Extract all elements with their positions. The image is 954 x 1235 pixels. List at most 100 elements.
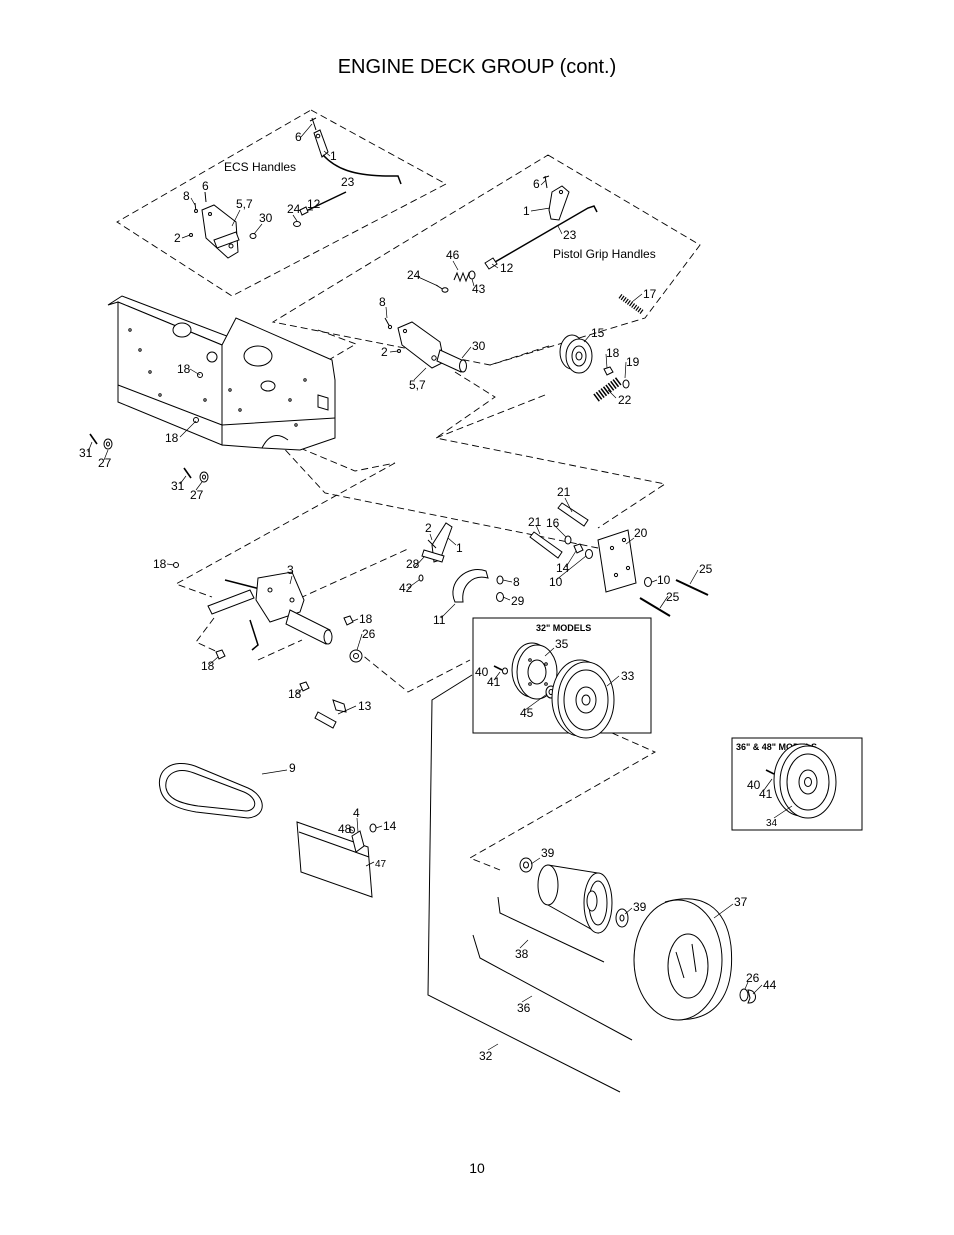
callout-label: 30 [259,211,273,225]
frame-holes [128,328,307,427]
frame-bolts [89,433,209,483]
callout-label: 25 [666,590,680,604]
callout-label: 40 [747,778,761,792]
callout-label: 18 [359,612,373,626]
callout-label: 30 [472,339,486,353]
callout-label: 12 [307,197,321,211]
ecs-rod [322,154,402,185]
callout-label: 14 [383,819,397,833]
callout-label: 46 [446,248,460,262]
brake-band-11 [452,569,489,603]
callout-label: 27 [190,488,204,502]
plate-20 [597,529,637,593]
bracket-4 [351,830,365,853]
callout-label: 43 [472,282,486,296]
callout-label: 10 [549,575,563,589]
page-title: ENGINE DECK GROUP (cont.) [337,56,617,78]
pulley-15 [559,334,593,374]
page-number: 10 [469,1160,485,1176]
callout-label: 41 [759,787,773,801]
callout-label: 2 [174,231,181,245]
callout-label: 24 [407,268,421,282]
pistol-grip-outline [271,154,701,366]
callout-label: 6 [202,179,209,193]
pulley-33 [551,659,615,739]
callout-label: 35 [555,637,569,651]
washer-39 [615,908,629,928]
callout-label: 26 [746,971,760,985]
wheel-hub-38 [537,864,613,934]
models-32-label: 32" MODELS [536,623,591,633]
mid-hardware [215,615,363,729]
frame-chassis: 18 18 31 27 31 27 [79,295,336,502]
ecs-hardware [189,117,402,259]
callout-label: 42 [399,581,413,595]
models-32-box: 32" MODELS 35 40 41 33 45 [472,617,652,739]
brake-bracket-1 [418,522,453,582]
callout-label: 21 [557,485,571,499]
callout-label: 37 [734,895,748,909]
callout-label: 47 [375,859,387,870]
callout-label: 4 [353,806,360,820]
callout-label: 8 [379,295,386,309]
models-36-48-box: 36" & 48" MODELS 40 41 34 [731,737,863,831]
callout-label: 12 [500,261,514,275]
callout-label: 2 [425,521,432,535]
pistol-grip-handles-label: Pistol Grip Handles [553,247,656,261]
callout-label: 10 [657,573,671,587]
callout-label: 18 [201,659,215,673]
callout-label: 14 [556,561,570,575]
callout-label: 41 [487,675,501,689]
tire-37 [633,898,733,1021]
spring-22 [593,376,623,402]
callout-label: 15 [591,326,605,340]
callout-label: 5,7 [236,197,253,211]
callout-label: 18 [153,557,167,571]
callout-label: 18 [606,346,620,360]
plate-47 [296,821,373,898]
callout-label: 1 [456,541,463,555]
callout-label: 31 [171,479,185,493]
callout-label: 23 [341,175,355,189]
pulley-34 [773,743,837,819]
frame-front-plate [221,317,336,451]
callout-label: 26 [362,627,376,641]
lever-bracket-3 [173,562,333,651]
callout-label: 5,7 [409,378,426,392]
callout-label: 18 [177,362,191,376]
callout-label: 13 [358,699,372,713]
ecs-handles-label: ECS Handles [224,160,296,174]
callout-label: 40 [475,665,489,679]
lower-assembly: 9 4 48 14 47 39 39 37 38 26 44 36 32 [158,674,777,1093]
callout-label: 39 [633,900,647,914]
callout-label: 23 [563,228,577,242]
models-36-48-label: 36" & 48" MODELS [736,742,817,752]
callout-label: 21 [528,515,542,529]
callout-label: 27 [98,456,112,470]
spring-17 [618,293,644,315]
callout-label: 38 [515,947,529,961]
callout-label: 32 [479,1049,493,1063]
callout-label: 48 [338,822,352,836]
callout-label: 28 [406,557,420,571]
ecs-handles-group: ECS Handles 6 1 23 8 6 5,7 30 24 12 2 [116,109,447,297]
rods-21 [529,502,589,559]
callout-label: 1 [330,149,337,163]
callout-label: 9 [289,761,296,775]
callout-label: 2 [381,345,388,359]
belt-9 [158,763,263,819]
callout-label: 19 [626,355,640,369]
callout-label: 29 [511,594,525,608]
frame-left-wall [117,301,223,446]
callout-label: 25 [699,562,713,576]
callout-label: 1 [523,204,530,218]
pistol-grip-rod [494,205,598,263]
bolt-25 [639,597,671,617]
callout-label: 24 [287,202,301,216]
callout-label: 17 [643,287,657,301]
callout-label: 8 [513,575,520,589]
callout-label: 11 [433,613,446,627]
pulley-35 [511,642,558,700]
pistol-grip-handle [548,185,570,221]
